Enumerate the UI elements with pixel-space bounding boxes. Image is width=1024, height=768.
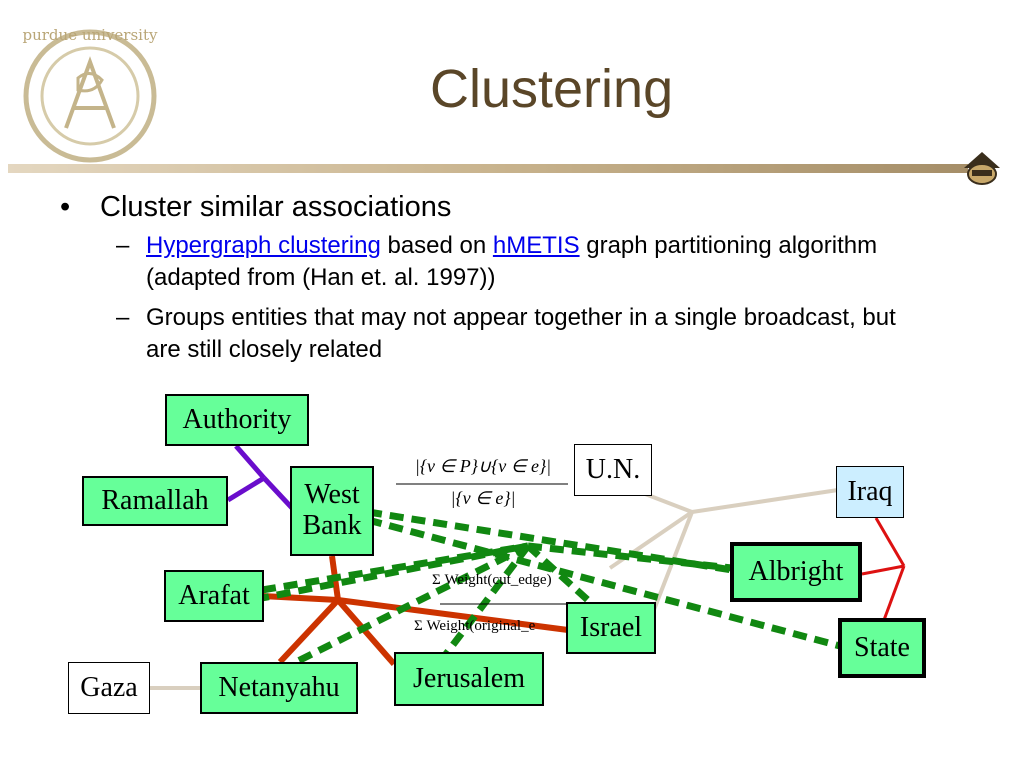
sub-bullet-marker: – bbox=[116, 232, 130, 259]
bullet-marker: • bbox=[60, 191, 71, 223]
node-authority: Authority bbox=[165, 394, 309, 446]
node-gaza: Gaza bbox=[68, 662, 150, 714]
svg-text:purdue university: purdue university bbox=[23, 26, 159, 44]
edge-westbank-state bbox=[367, 516, 841, 650]
bullet-list: • Cluster similar associations – Hypergr… bbox=[56, 188, 936, 366]
edge-hub-netanyahu bbox=[277, 597, 341, 665]
formula1-numerator: |{v ∈ P}∪{v ∈ e}| bbox=[414, 456, 552, 476]
sub-bullet-text: graph partitioning algorithm (adapted fr… bbox=[146, 232, 878, 291]
hmetis-link[interactable]: hMETIS bbox=[492, 232, 580, 259]
sub-bullet-marker: – bbox=[116, 304, 130, 331]
formula2-denominator: Σ Weight(original_e bbox=[414, 618, 536, 634]
sub-bullet-text: Groups entities that may not appear toge… bbox=[146, 304, 896, 363]
title-divider bbox=[8, 164, 968, 173]
node-un: U.N. bbox=[574, 444, 652, 496]
edge-hub-westbank bbox=[262, 476, 294, 510]
edge-hub2-israel bbox=[525, 543, 593, 605]
edge-hub-israel bbox=[337, 597, 569, 633]
edge-hub2-albright bbox=[527, 542, 733, 572]
node-jerusalem: Jerusalem bbox=[394, 652, 544, 706]
university-seal-logo: purdue university bbox=[23, 26, 159, 163]
node-iraq: Iraq bbox=[836, 466, 904, 518]
hypergraph-clustering-link[interactable]: Hypergraph clustering bbox=[146, 232, 381, 259]
edge-iraq-hub bbox=[691, 488, 839, 514]
slide-title: Clustering bbox=[430, 59, 674, 119]
edge-albright-redhub bbox=[861, 564, 905, 576]
formula1-denominator: |{v ∈ e}| bbox=[450, 488, 516, 508]
formula2-numerator: Σ Weight(cut_edge) bbox=[432, 572, 552, 588]
edge-authority-hub bbox=[234, 444, 266, 480]
sub-bullet-item: – Hypergraph clustering based on hMETIS … bbox=[56, 230, 936, 294]
purdue-pete-icon bbox=[964, 152, 1000, 185]
edge-westbank-albright bbox=[367, 508, 733, 574]
node-ramallah: Ramallah bbox=[82, 476, 228, 526]
edge-hub-jerusalem bbox=[335, 598, 397, 666]
edge-hub2-arafat bbox=[261, 542, 529, 602]
edge-iraq-redhub bbox=[874, 517, 906, 567]
node-israel: Israel bbox=[566, 602, 656, 654]
bullet-item: • Cluster similar associations bbox=[56, 188, 936, 226]
node-state: State bbox=[838, 618, 926, 678]
node-albright: Albright bbox=[730, 542, 862, 602]
edge-hub2-jerusalem bbox=[443, 543, 531, 657]
edge-redhub-state bbox=[882, 565, 906, 621]
edge-ramallah-hub bbox=[226, 475, 266, 503]
node-netanyahu: Netanyahu bbox=[200, 662, 358, 714]
sub-bullet-item: – Groups entities that may not appear to… bbox=[56, 302, 936, 366]
sub-bullet-text: based on bbox=[380, 232, 493, 259]
edge-arafat-hub bbox=[261, 593, 339, 603]
edge-hub-israel-2 bbox=[648, 511, 694, 621]
bullet-text: Cluster similar associations bbox=[100, 191, 452, 223]
node-arafat: Arafat bbox=[164, 570, 264, 622]
node-west-bank: West Bank bbox=[290, 466, 374, 556]
